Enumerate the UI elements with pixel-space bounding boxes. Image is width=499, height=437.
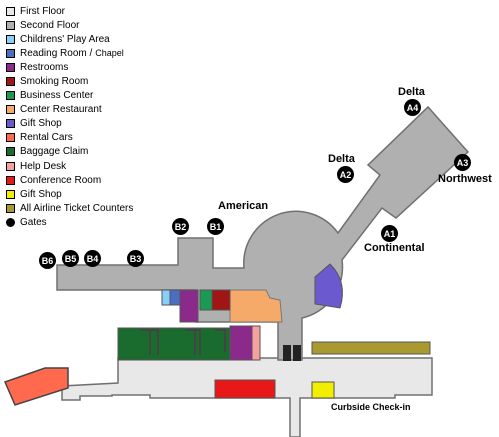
- baggage-claim: [117, 327, 231, 361]
- restrooms-upper: [179, 289, 199, 323]
- legend-label: Help Desk: [20, 160, 67, 172]
- children-play-area: [161, 289, 171, 306]
- legend-item-gates: Gates: [6, 215, 133, 229]
- legend-label: Childrens' Play Area: [20, 33, 110, 45]
- gate-marker-a4: A4: [404, 99, 421, 116]
- gate-marker-a1: A1: [381, 225, 398, 242]
- reading-room-chapel: [169, 289, 181, 306]
- rental-cars: [3, 367, 69, 406]
- legend-swatch: [6, 62, 15, 72]
- legend-item: Reading Room /Chapel: [6, 46, 133, 60]
- legend-item: Smoking Room: [6, 74, 133, 88]
- gate-marker-b5: B5: [62, 250, 79, 267]
- legend-item: Gift Shop: [6, 187, 133, 201]
- legend-item: Rental Cars: [6, 131, 133, 145]
- airline-label-american: American: [218, 200, 269, 212]
- legend-label: Business Center: [20, 90, 94, 102]
- gate-dot-icon: [6, 217, 15, 227]
- legend-swatch: [6, 105, 15, 115]
- legend-item: Baggage Claim: [6, 145, 133, 159]
- legend-item: Restrooms: [6, 60, 133, 74]
- gate-marker-a3: A3: [454, 154, 471, 171]
- legend-swatch: [6, 133, 15, 143]
- restrooms-lower: [229, 325, 253, 361]
- legend-label: Center Restaurant: [20, 104, 102, 116]
- legend-item: Childrens' Play Area: [6, 32, 133, 46]
- legend-swatch: [6, 48, 15, 58]
- help-desk: [251, 325, 261, 361]
- gift-shop-yellow: [311, 381, 335, 399]
- legend-swatch: [6, 91, 15, 101]
- legend-item: Gift Shop: [6, 117, 133, 131]
- airline-ticket-counters: [311, 341, 431, 355]
- legend-swatch: [6, 77, 15, 87]
- legend-label: Restrooms: [20, 61, 69, 73]
- legend-swatch: [6, 161, 15, 171]
- business-center: [199, 289, 213, 311]
- legend-label: Rental Cars: [20, 132, 73, 144]
- airline-label-continental: Continental: [364, 242, 425, 254]
- legend-swatch: [6, 147, 15, 157]
- map-legend: First Floor Second Floor Childrens' Play…: [6, 4, 133, 230]
- gate-marker-b1: B1: [207, 218, 224, 235]
- legend-label: Gift Shop: [20, 118, 62, 130]
- gate-marker-a2: A2: [337, 166, 354, 183]
- gift-shop-purple: [314, 263, 343, 309]
- legend-swatch: [6, 175, 15, 185]
- gate-marker-b2: B2: [172, 218, 189, 235]
- security-checkpoint: [283, 345, 291, 361]
- legend-label: Conference Room: [20, 174, 102, 186]
- gate-marker-b4: B4: [84, 250, 101, 267]
- conference-room: [214, 379, 276, 399]
- legend-label: Gift Shop: [20, 188, 62, 200]
- airline-label-delta-a2: Delta: [328, 153, 355, 165]
- legend-swatch: [6, 20, 15, 30]
- security-checkpoint: [293, 345, 301, 361]
- legend-item: Center Restaurant: [6, 103, 133, 117]
- legend-item: First Floor: [6, 4, 133, 18]
- legend-label: Second Floor: [20, 19, 80, 31]
- second-floor-area: [56, 105, 470, 361]
- smoking-room: [211, 289, 231, 311]
- legend-swatch: [6, 203, 15, 213]
- legend-item: Business Center: [6, 89, 133, 103]
- gate-marker-b3: B3: [127, 250, 144, 267]
- legend-label: First Floor: [20, 5, 65, 17]
- curbside-checkin-label: Curbside Check-in: [331, 402, 411, 412]
- legend-label: Gates: [20, 216, 47, 228]
- legend-item: Second Floor: [6, 18, 133, 32]
- airline-label-northwest: Northwest: [438, 173, 492, 185]
- legend-label: Baggage Claim: [20, 146, 89, 158]
- legend-sublabel: Chapel: [95, 48, 124, 59]
- legend-item: Conference Room: [6, 173, 133, 187]
- baggage-carousel: [140, 329, 226, 355]
- legend-swatch: [6, 119, 15, 129]
- gate-marker-b6: B6: [39, 252, 56, 269]
- legend-label: All Airline Ticket Counters: [20, 202, 134, 214]
- legend-item: Help Desk: [6, 159, 133, 173]
- airline-label-delta-a4: Delta: [398, 86, 425, 98]
- legend-label: Smoking Room: [20, 76, 89, 88]
- legend-swatch: [6, 189, 15, 199]
- center-restaurant: [229, 289, 283, 323]
- legend-item: All Airline Ticket Counters: [6, 201, 133, 215]
- legend-swatch: [6, 6, 15, 16]
- legend-label: Reading Room /: [20, 47, 93, 59]
- legend-swatch: [6, 34, 15, 44]
